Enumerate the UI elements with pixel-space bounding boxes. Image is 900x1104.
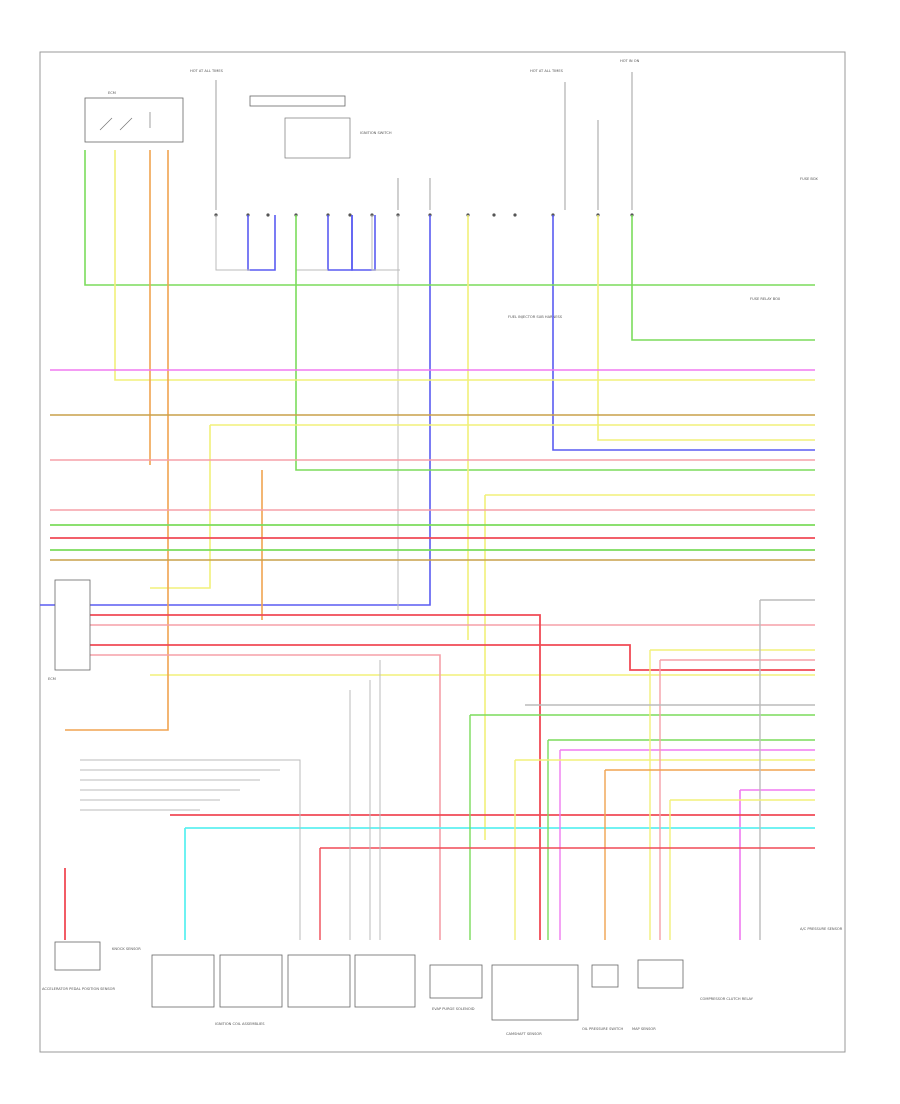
ignition-coil-3 [287,954,351,1008]
label-hot-in-on: HOT IN ON [620,59,640,63]
ecm-connector [54,579,91,671]
label-comp-btm: COMPRESSOR CLUTCH RELAY [700,997,754,1001]
label-ignition-switch: IGNITION SWITCH [360,131,392,135]
orange-wires [65,150,263,731]
map-sensor [637,959,684,989]
label-fuse-top-r: FUSE RELAY BOX [750,297,781,301]
gray-lower [80,660,381,940]
label-right-btm: A/C PRESSURE SENSOR [800,927,843,931]
ignition-coil-4 [354,954,416,1008]
label-fuel-sub: FUEL INJECTOR SUB HARNESS [508,315,563,319]
connector-row-top [214,213,634,217]
label-relay-head: ECM [108,91,116,95]
label-left-btm-2: KNOCK SENSOR [112,947,141,951]
green-stripes [50,524,815,551]
evap-purge-solenoid [429,964,483,999]
top-fuses [215,72,633,210]
label-fuse-box: FUSE BOX [800,177,818,181]
ignition-switch-top [249,95,346,107]
label-left-btm-1: ACCELERATOR PEDAL POSITION SENSOR [42,987,115,991]
diagram-frame [39,51,846,1053]
cyan-wires [184,827,815,940]
label-coils-btm: IGNITION COIL ASSEMBLIES [215,1022,265,1026]
camshaft-sensor [491,964,579,1021]
green-bus [84,150,815,471]
blue-loops [40,215,815,606]
oil-pressure-switch [591,964,619,988]
label-evap-btm: EVAP PURGE SOLENOID [432,1007,475,1011]
label-map-btm: MAP SENSOR [632,1027,656,1031]
label-oil-btm: OIL PRESSURE SWITCH [582,1027,623,1031]
tan-wires [50,414,815,561]
right-cluster-wires [319,599,815,940]
main-relay [84,97,184,143]
label-ecm: ECM [48,677,56,681]
ignition-coil-1 [151,954,215,1008]
accelerator-sensor [54,941,101,971]
label-hot-all-times-left: HOT AT ALL TIMES [190,69,224,73]
pink-wires [50,459,815,940]
ignition-coil-2 [219,954,283,1008]
yellow-wires [114,150,815,840]
label-hot-all-times-right: HOT AT ALL TIMES [530,69,564,73]
ignition-switch-body [284,117,351,159]
label-cam-btm: CAMSHAFT SENSOR [506,1032,542,1036]
red-wires [50,537,815,940]
